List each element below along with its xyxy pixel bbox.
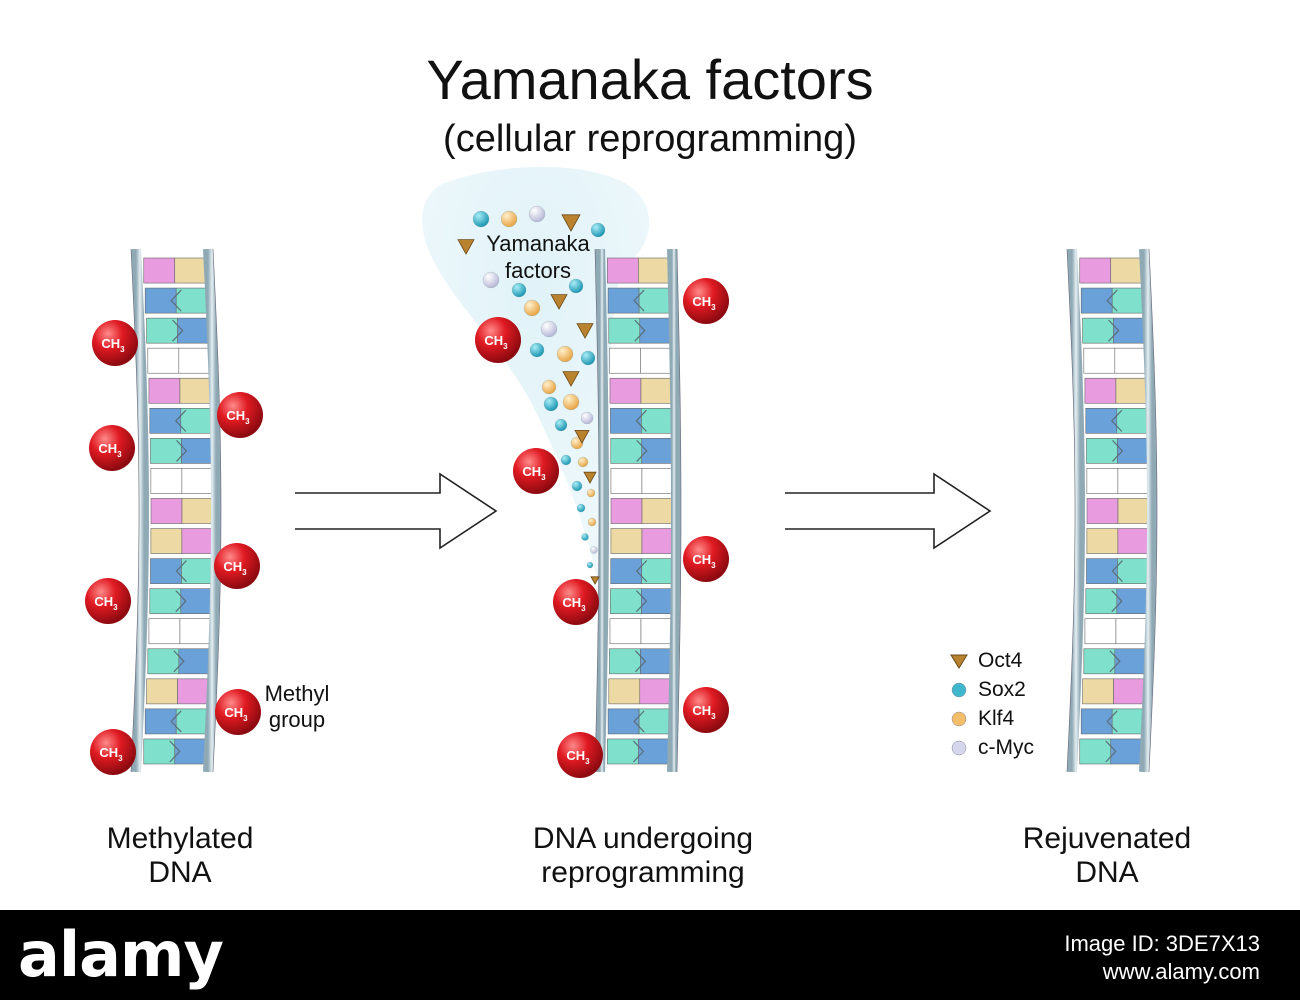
dna-strand-methylated (130, 248, 222, 773)
sox2-particle (571, 480, 583, 492)
methyl-group-sphere: CH3 (683, 278, 729, 324)
svg-text:CH3: CH3 (562, 595, 586, 613)
sox2-particle (568, 278, 584, 294)
myc-particle (482, 271, 500, 289)
legend-item-klf4: Klf4 (948, 704, 1088, 733)
klf4-particle (587, 517, 597, 527)
klf4-particle (562, 393, 580, 411)
yamanaka-factor-particles (457, 205, 606, 585)
arrow-to-reprogramming (295, 472, 498, 550)
arrow-to-rejuvenated (785, 472, 992, 550)
oct4-particle (561, 214, 581, 232)
sox2-particle (511, 282, 527, 298)
myc-particle (528, 205, 546, 223)
diagram-subtitle: (cellular reprogramming) (443, 118, 857, 160)
svg-text:CH3: CH3 (692, 703, 716, 721)
svg-text:CH3: CH3 (94, 594, 118, 612)
sox2-particle (554, 418, 568, 432)
svg-text:CH3: CH3 (223, 559, 247, 577)
site-url: www.alamy.com (1102, 959, 1260, 984)
diagram-canvas: CH3CH3CH3CH3CH3CH3CH3CH3CH3CH3CH3CH3CH3C… (85, 166, 1158, 778)
svg-text:CH3: CH3 (484, 333, 508, 351)
methyl-group-sphere: CH3 (553, 579, 599, 625)
klf4-particle (541, 379, 557, 395)
svg-text:CH3: CH3 (101, 336, 125, 354)
legend-item-sox2: Sox2 (948, 675, 1088, 704)
methyl-group-sphere: CH3 (214, 543, 260, 589)
klf4-particle (556, 345, 574, 363)
methyl-group-sphere: CH3 (90, 729, 136, 775)
oct4-particle (583, 471, 597, 484)
methyl-group-sphere: CH3 (475, 317, 521, 363)
svg-text:CH3: CH3 (692, 552, 716, 570)
sox2-particle (543, 396, 559, 412)
klf4-particle (586, 488, 596, 498)
svg-text:CH3: CH3 (99, 745, 123, 763)
oct4-particle (457, 239, 475, 255)
diagram-title: Yamanaka factors (426, 48, 874, 111)
sox2-particle (529, 342, 545, 358)
klf4-particle (523, 299, 541, 317)
svg-text:CH3: CH3 (224, 705, 248, 723)
oct4-particle (576, 323, 594, 339)
methyl-group-sphere: CH3 (683, 536, 729, 582)
cmyc-legend-icon (951, 740, 967, 755)
sox2-particle (581, 533, 589, 541)
svg-text:CH3: CH3 (226, 408, 250, 426)
klf4-particle (577, 456, 589, 468)
yamanaka-cloud-label-line1: Yamanaka (486, 231, 590, 256)
myc-particle (540, 320, 558, 338)
diagram-stage: Yamanaka factors (cellular reprogramming… (85, 48, 1192, 889)
watermark-footer: alamy Image ID: 3DE7X13 www.alamy.com (0, 910, 1300, 1000)
methyl-group-label: Methyl group (264, 681, 330, 732)
image-id: Image ID: 3DE7X13 (1064, 931, 1260, 956)
svg-text:CH3: CH3 (692, 294, 716, 312)
footer-meta: Image ID: 3DE7X13 www.alamy.com (1064, 930, 1260, 986)
sox2-particle (560, 454, 572, 466)
methyl-group-sphere: CH3 (557, 732, 603, 778)
sox2-particle (472, 210, 490, 228)
legend-item-oct4: Oct4 (948, 646, 1088, 675)
oct4-particle (562, 371, 580, 387)
myc-particle (590, 546, 598, 554)
methyl-group-sphere: CH3 (513, 448, 559, 494)
myc-particle (580, 411, 594, 425)
yamanaka-cloud (422, 166, 650, 585)
methyl-groups: CH3CH3CH3CH3CH3CH3CH3CH3CH3CH3CH3CH3CH3C… (85, 278, 729, 778)
sox2-particle (576, 503, 586, 513)
yamanaka-cloud-label-line2: factors (505, 258, 571, 283)
dna-strand-rejuvenated (1066, 248, 1158, 773)
methyl-group-sphere: CH3 (683, 687, 729, 733)
oct4-particle (550, 294, 568, 310)
klf4-particle (500, 210, 518, 228)
oct4-particle (574, 429, 590, 444)
methyl-group-sphere: CH3 (89, 425, 135, 471)
legend: Oct4 Sox2 Klf4 c-Myc (948, 646, 1088, 762)
legend-item-cmyc: c-Myc (948, 733, 1088, 762)
alamy-logo: alamy (18, 918, 224, 991)
sox2-particle (580, 350, 596, 366)
svg-text:CH3: CH3 (522, 464, 546, 482)
sox2-particle (586, 561, 594, 569)
sox2-particle (590, 222, 606, 238)
methyl-group-sphere: CH3 (92, 320, 138, 366)
dna-strand-reprogramming (594, 248, 682, 773)
sox2-legend-icon (951, 682, 967, 697)
klf4-legend-icon (951, 711, 967, 726)
oct4-legend-icon (950, 654, 968, 669)
methyl-group-sphere: CH3 (215, 689, 261, 735)
svg-text:CH3: CH3 (566, 748, 590, 766)
methyl-group-sphere: CH3 (217, 392, 263, 438)
oct4-particle (590, 576, 600, 585)
methyl-group-sphere: CH3 (85, 578, 131, 624)
svg-text:CH3: CH3 (98, 441, 122, 459)
